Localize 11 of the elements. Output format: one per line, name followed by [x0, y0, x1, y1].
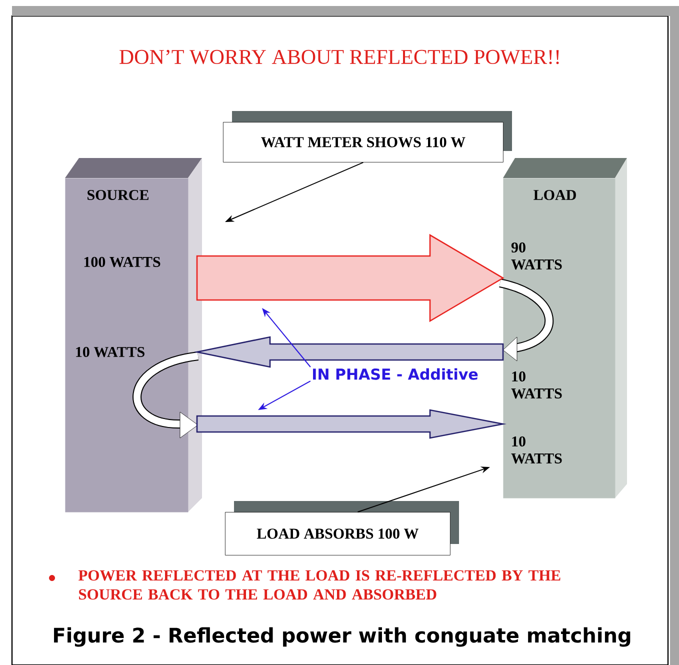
callout-box: LOAD ABSORBS 100 W — [225, 501, 459, 556]
block-arrow — [196, 234, 504, 322]
source-block: SOURCE 100 WATTS 10 WATTS — [65, 158, 202, 512]
block-arrow — [196, 409, 506, 439]
title: DON’T WORRY ABOUT REFLECTED POWER!! — [120, 50, 559, 64]
block-arrow — [194, 336, 504, 368]
caption: Figure 2 - Reflected power with conguate matching — [54, 627, 630, 647]
load-block: LOAD 90 WATTS 10 WATTS 10 WATTS — [503, 158, 627, 498]
annotation-text: IN PHASE - Additive — [313, 368, 478, 380]
note-text: POWER REFLECTED AT THE LOAD IS RE-REFLECTED BY THE SOURCE BACK TO THE LOAD AND ABSORBED — [78, 570, 560, 600]
meter-callout-box: WATT METER SHOWS 110 W — [223, 111, 512, 162]
